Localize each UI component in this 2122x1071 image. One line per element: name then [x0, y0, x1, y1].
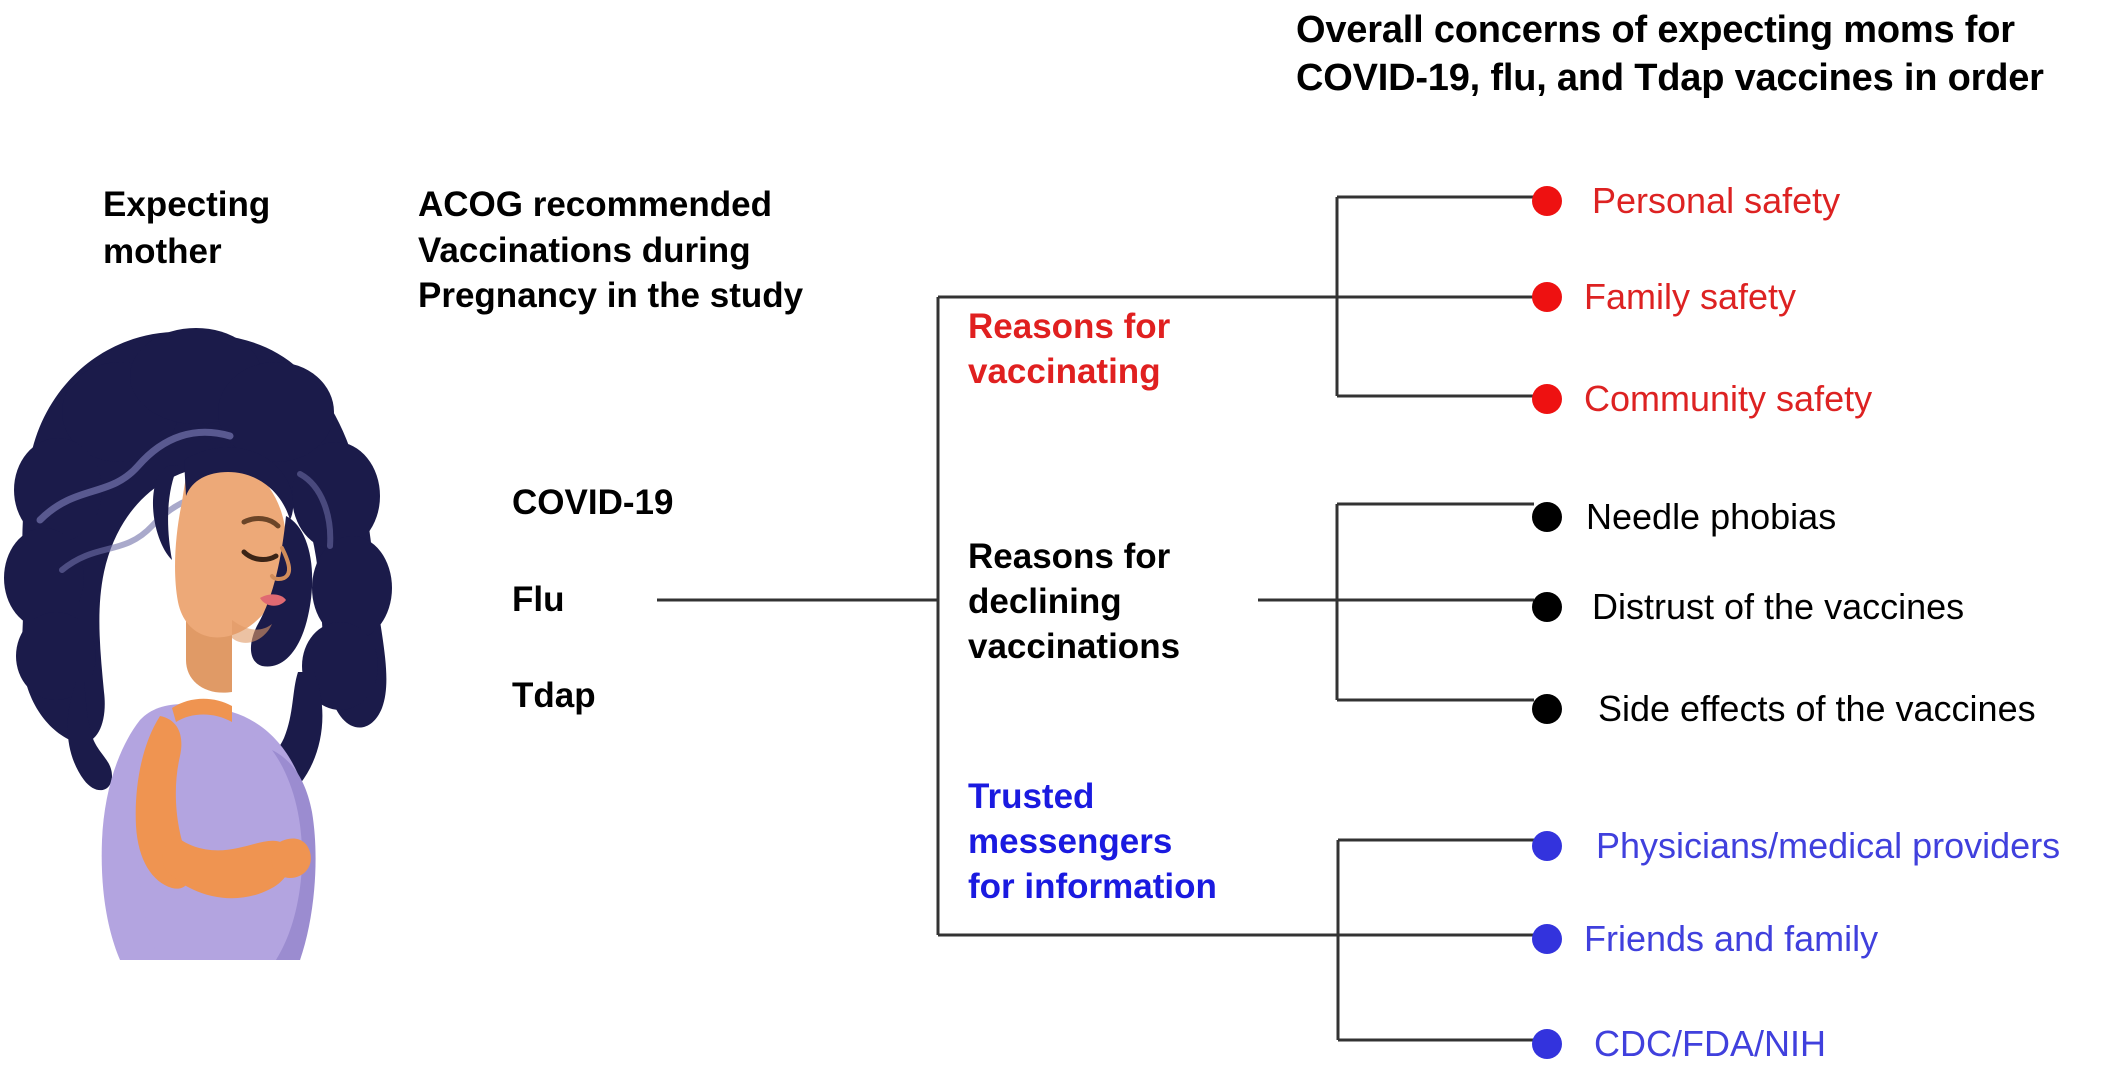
- leaf-label: Community safety: [1584, 378, 1873, 419]
- acog-recommendations-label: ACOG recommended Vaccinations during Pre…: [418, 185, 804, 315]
- leaf-label: Personal safety: [1592, 180, 1841, 221]
- bullet-dot-icon: [1532, 282, 1562, 312]
- leaf-label: Distrust of the vaccines: [1592, 586, 1965, 627]
- bullet-dot-icon: [1532, 384, 1562, 414]
- bullet-dot-icon: [1532, 186, 1562, 216]
- bullet-dot-icon: [1532, 831, 1562, 861]
- leaf-family-safety: Family safety: [1532, 279, 1796, 315]
- bullet-dot-icon: [1532, 592, 1562, 622]
- leaf-physicians-medical-providers: Physicians/medical providers: [1532, 828, 2060, 864]
- leaf-label: Family safety: [1584, 276, 1797, 317]
- leaf-cdc-fda-nih: CDC/FDA/NIH: [1532, 1026, 1826, 1062]
- bullet-dot-icon: [1532, 1029, 1562, 1059]
- bullet-dot-icon: [1532, 502, 1562, 532]
- leaf-label: Physicians/medical providers: [1596, 825, 2061, 866]
- leaf-label: CDC/FDA/NIH: [1594, 1023, 1826, 1064]
- vaccine-item-flu: Flu: [512, 580, 565, 619]
- branch-label-reasons-for-declining: Reasons for declining vaccinations: [968, 537, 1181, 666]
- leaf-label: Needle phobias: [1586, 496, 1837, 537]
- bullet-dot-icon: [1532, 694, 1562, 724]
- branch-label-trusted-messengers: Trusted messengers for information: [968, 777, 1217, 906]
- leaf-needle-phobias: Needle phobias: [1532, 499, 1836, 535]
- leaf-community-safety: Community safety: [1532, 381, 1872, 417]
- leaf-side-effects-of-the-vaccines: Side effects of the vaccines: [1532, 691, 2036, 727]
- leaf-label: Friends and family: [1584, 918, 1879, 959]
- leaf-personal-safety: Personal safety: [1532, 183, 1840, 219]
- page-title: Overall concerns of expecting moms for C…: [1296, 9, 2044, 100]
- branch-label-reasons-for-vaccinating: Reasons for vaccinating: [968, 307, 1171, 391]
- vaccine-item-tdap: Tdap: [512, 676, 596, 715]
- pregnant-woman-illustration: [4, 328, 392, 960]
- leaf-label: Side effects of the vaccines: [1598, 688, 2036, 729]
- vaccine-item-covid19: COVID-19: [512, 483, 674, 522]
- leaf-friends-and-family: Friends and family: [1532, 921, 1878, 957]
- expecting-mother-label: Expecting mother: [103, 185, 271, 271]
- bullet-dot-icon: [1532, 924, 1562, 954]
- leaf-distrust-of-the-vaccines: Distrust of the vaccines: [1532, 589, 1964, 625]
